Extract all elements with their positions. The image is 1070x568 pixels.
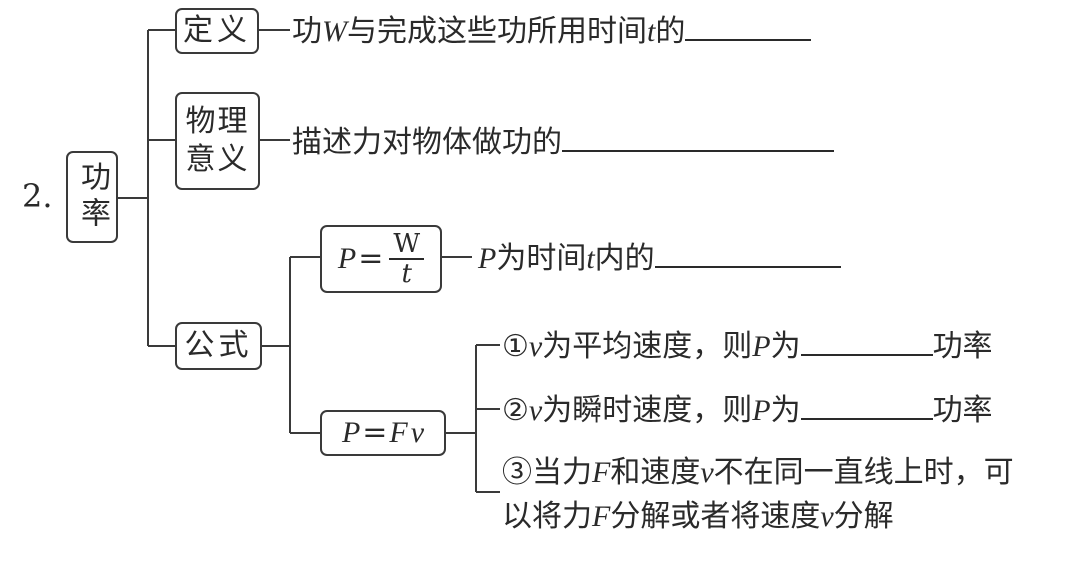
formula1-desc-var-p: P [478,242,497,275]
item3-line1-c: 不在同一直线上时，可 [713,455,1014,490]
formula2-node: P = F v [320,410,446,456]
formula1-eq: = [358,241,384,276]
formula1-blank[interactable] [654,238,841,268]
root-label: 功率 [75,161,110,233]
definition-label: 定义 [183,13,251,48]
item2-text-b: 为 [770,393,801,428]
formula2-item-3-line-1: ③当力F和速度v不在同一直线上时，可 [502,454,1014,492]
item3-var-v2: v [820,500,834,533]
item1-var-v: v [528,330,543,363]
formula2-item-3-line-2: 以将力F分解或者将速度v分解 [502,498,894,536]
formula-node: 公式 [175,322,262,370]
formula2-item-1: ①v为平均速度，则P为 功率 [502,326,993,366]
formula1-denominator: t [401,259,412,289]
definition-text-mid: 与完成这些功所用时间 [347,14,647,49]
definition-text-post: 的 [655,14,686,49]
section-number: 2. [22,177,53,215]
physical-meaning-node: 物理 意义 [175,92,260,190]
formula1-desc-mid: 为时间 [496,241,587,276]
item1-suffix: 功率 [932,329,993,364]
physical-meaning-label-2: 意义 [185,142,250,177]
item1-blank[interactable] [800,326,933,356]
formula1-node: P = W t [320,225,442,293]
formula2-item-2: ②v为瞬时速度，则P为 功率 [502,390,993,430]
item3-var-f: F [592,456,611,489]
item2-suffix: 功率 [932,393,993,428]
item2-blank[interactable] [800,390,933,420]
physical-meaning-text-content: 描述力对物体做功的 [292,125,562,160]
item3-line2-b: 分解或者将速度 [610,499,821,534]
item3-line2-a: 以将力 [502,499,592,534]
item3-marker: ③ [502,455,532,490]
definition-node: 定义 [175,8,259,54]
formula2-rhs-v: v [410,416,425,449]
item1-var-p: P [752,330,771,363]
item3-line2-c: 分解 [833,499,894,534]
item3-line1-b: 和速度 [610,455,701,490]
formula1-fraction: W t [389,230,425,289]
var-w: W [322,15,347,48]
formula1-desc-var-t: t [586,242,595,275]
formula2-lhs: P [341,416,361,449]
definition-text: 功W与完成这些功所用时间t的 [292,11,812,51]
item2-marker: ② [502,393,529,428]
formula1-desc-post: 内的 [594,241,655,276]
item3-line1-a: 当力 [532,455,592,490]
formula2-eq: = [362,415,388,450]
formula1-desc: P为时间t内的 [478,238,841,278]
item1-marker: ① [502,329,529,364]
formula1-lhs: P [337,242,357,275]
root-node: 功率 [66,151,118,243]
item3-var-v: v [700,456,714,489]
formula1-numerator: W [389,230,425,260]
item1-text-b: 为 [770,329,801,364]
physical-meaning-label-1: 物理 [185,104,250,139]
item2-var-v: v [528,394,543,427]
physical-meaning-blank[interactable] [562,122,834,152]
definition-blank[interactable] [685,11,812,41]
item2-var-p: P [752,394,771,427]
physical-meaning-text: 描述力对物体做功的 [292,122,834,162]
item2-text-a: 为瞬时速度，则 [542,393,753,428]
item3-var-f2: F [592,500,611,533]
formula2-rhs-f: F [389,416,408,449]
definition-text-pre: 功 [292,14,322,49]
formula-label: 公式 [184,328,253,363]
var-t: t [647,15,656,48]
item1-text-a: 为平均速度，则 [542,329,753,364]
